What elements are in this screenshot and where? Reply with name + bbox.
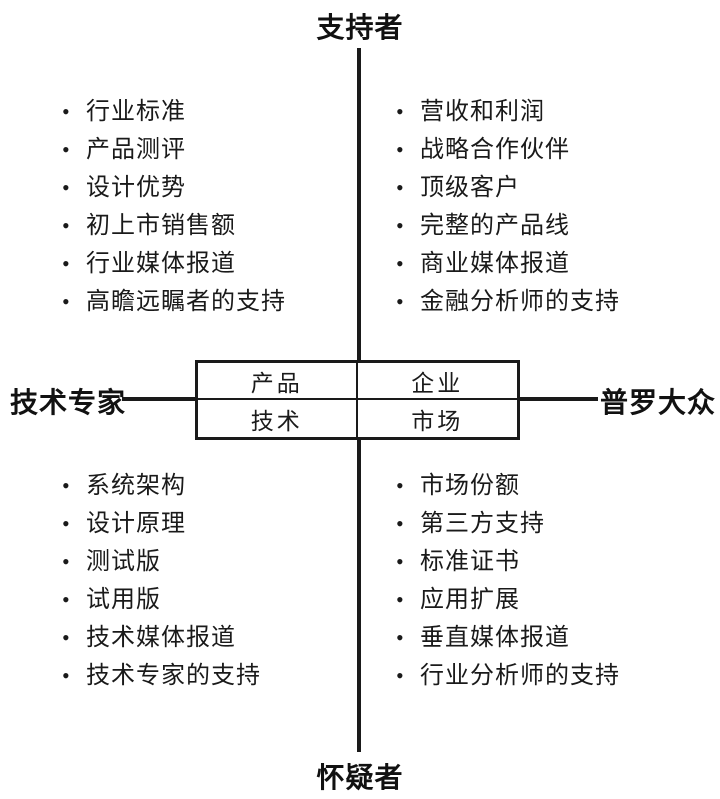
quadrant-bottom-right: • 市场份额 • 第三方支持 • 标准证书 • 应用扩展 • 垂直媒体报道 • … bbox=[396, 474, 696, 702]
bullet-icon: • bbox=[396, 289, 404, 314]
list-item-label: 行业标准 bbox=[86, 99, 186, 125]
bullet-icon: • bbox=[62, 175, 70, 200]
list-item-label: 产品测评 bbox=[86, 137, 186, 163]
list-item-label: 初上市销售额 bbox=[86, 213, 236, 239]
list-item-label: 营收和利润 bbox=[420, 99, 545, 125]
list-item-label: 技术媒体报道 bbox=[86, 625, 236, 651]
list-item-label: 垂直媒体报道 bbox=[420, 625, 570, 651]
center-cell-enterprise: 企业 bbox=[357, 363, 517, 400]
list-item: • 应用扩展 bbox=[396, 588, 696, 626]
list-item: • 高瞻远瞩者的支持 bbox=[62, 290, 362, 328]
bullet-icon: • bbox=[396, 473, 404, 498]
list-item: • 垂直媒体报道 bbox=[396, 626, 696, 664]
bullet-icon: • bbox=[396, 663, 404, 688]
bullet-icon: • bbox=[396, 251, 404, 276]
bullet-icon: • bbox=[396, 213, 404, 238]
list-item: • 第三方支持 bbox=[396, 512, 696, 550]
center-cell-product: 产品 bbox=[198, 363, 358, 400]
list-item: • 金融分析师的支持 bbox=[396, 290, 696, 328]
list-item: • 技术专家的支持 bbox=[62, 664, 362, 702]
list-item-label: 顶级客户 bbox=[420, 175, 520, 201]
list-item-label: 第三方支持 bbox=[420, 511, 545, 537]
list-item: • 行业分析师的支持 bbox=[396, 664, 696, 702]
bullet-icon: • bbox=[62, 251, 70, 276]
list-item: • 标准证书 bbox=[396, 550, 696, 588]
bullet-icon: • bbox=[62, 663, 70, 688]
pole-label-right: 普罗大众 bbox=[600, 388, 717, 419]
list-item: • 战略合作伙伴 bbox=[396, 138, 696, 176]
quadrant-bottom-left: • 系统架构 • 设计原理 • 测试版 • 试用版 • 技术媒体报道 • 技术专… bbox=[62, 474, 362, 702]
list-item-label: 测试版 bbox=[86, 549, 161, 575]
center-cell-technology: 技术 bbox=[198, 400, 358, 437]
pole-label-top: 支持者 bbox=[316, 13, 404, 44]
list-item-label: 战略合作伙伴 bbox=[420, 137, 570, 163]
list-item-label: 行业分析师的支持 bbox=[420, 663, 620, 689]
bullet-icon: • bbox=[396, 625, 404, 650]
list-item: • 商业媒体报道 bbox=[396, 252, 696, 290]
list-item: • 产品测评 bbox=[62, 138, 362, 176]
bullet-icon: • bbox=[396, 549, 404, 574]
bullet-icon: • bbox=[396, 99, 404, 124]
list-item-label: 高瞻远瞩者的支持 bbox=[86, 289, 286, 315]
list-item-label: 应用扩展 bbox=[420, 587, 520, 613]
bullet-icon: • bbox=[62, 213, 70, 238]
list-item-label: 行业媒体报道 bbox=[86, 251, 236, 277]
center-cell-market: 市场 bbox=[357, 400, 517, 437]
list-item: • 市场份额 bbox=[396, 474, 696, 512]
list-item-label: 完整的产品线 bbox=[420, 213, 570, 239]
list-item: • 行业媒体报道 bbox=[62, 252, 362, 290]
bullet-icon: • bbox=[396, 587, 404, 612]
pole-label-left: 技术专家 bbox=[10, 388, 127, 419]
pole-label-bottom: 怀疑者 bbox=[316, 763, 404, 794]
list-item: • 行业标准 bbox=[62, 100, 362, 138]
bullet-icon: • bbox=[396, 175, 404, 200]
bullet-icon: • bbox=[62, 511, 70, 536]
list-item: • 初上市销售额 bbox=[62, 214, 362, 252]
list-item-label: 市场份额 bbox=[420, 473, 520, 499]
list-item: • 测试版 bbox=[62, 550, 362, 588]
list-item: • 完整的产品线 bbox=[396, 214, 696, 252]
bullet-icon: • bbox=[62, 137, 70, 162]
list-item: • 设计优势 bbox=[62, 176, 362, 214]
quadrant-top-left: • 行业标准 • 产品测评 • 设计优势 • 初上市销售额 • 行业媒体报道 •… bbox=[62, 100, 362, 328]
bullet-icon: • bbox=[62, 289, 70, 314]
list-item-label: 技术专家的支持 bbox=[86, 663, 261, 689]
bullet-icon: • bbox=[62, 549, 70, 574]
list-item-label: 金融分析师的支持 bbox=[420, 289, 620, 315]
list-item: • 设计原理 bbox=[62, 512, 362, 550]
list-item-label: 设计优势 bbox=[86, 175, 186, 201]
bullet-icon: • bbox=[62, 99, 70, 124]
quadrant-top-right: • 营收和利润 • 战略合作伙伴 • 顶级客户 • 完整的产品线 • 商业媒体报… bbox=[396, 100, 696, 328]
center-matrix-box: 产品 企业 技术 市场 bbox=[195, 360, 520, 440]
list-item: • 系统架构 bbox=[62, 474, 362, 512]
list-item: • 顶级客户 bbox=[396, 176, 696, 214]
list-item: • 试用版 bbox=[62, 588, 362, 626]
list-item-label: 设计原理 bbox=[86, 511, 186, 537]
bullet-icon: • bbox=[62, 625, 70, 650]
list-item-label: 商业媒体报道 bbox=[420, 251, 570, 277]
list-item-label: 标准证书 bbox=[420, 549, 520, 575]
bullet-icon: • bbox=[396, 137, 404, 162]
list-item-label: 试用版 bbox=[86, 587, 161, 613]
bullet-icon: • bbox=[62, 587, 70, 612]
list-item: • 技术媒体报道 bbox=[62, 626, 362, 664]
list-item-label: 系统架构 bbox=[86, 473, 186, 499]
bullet-icon: • bbox=[62, 473, 70, 498]
bullet-icon: • bbox=[396, 511, 404, 536]
list-item: • 营收和利润 bbox=[396, 100, 696, 138]
